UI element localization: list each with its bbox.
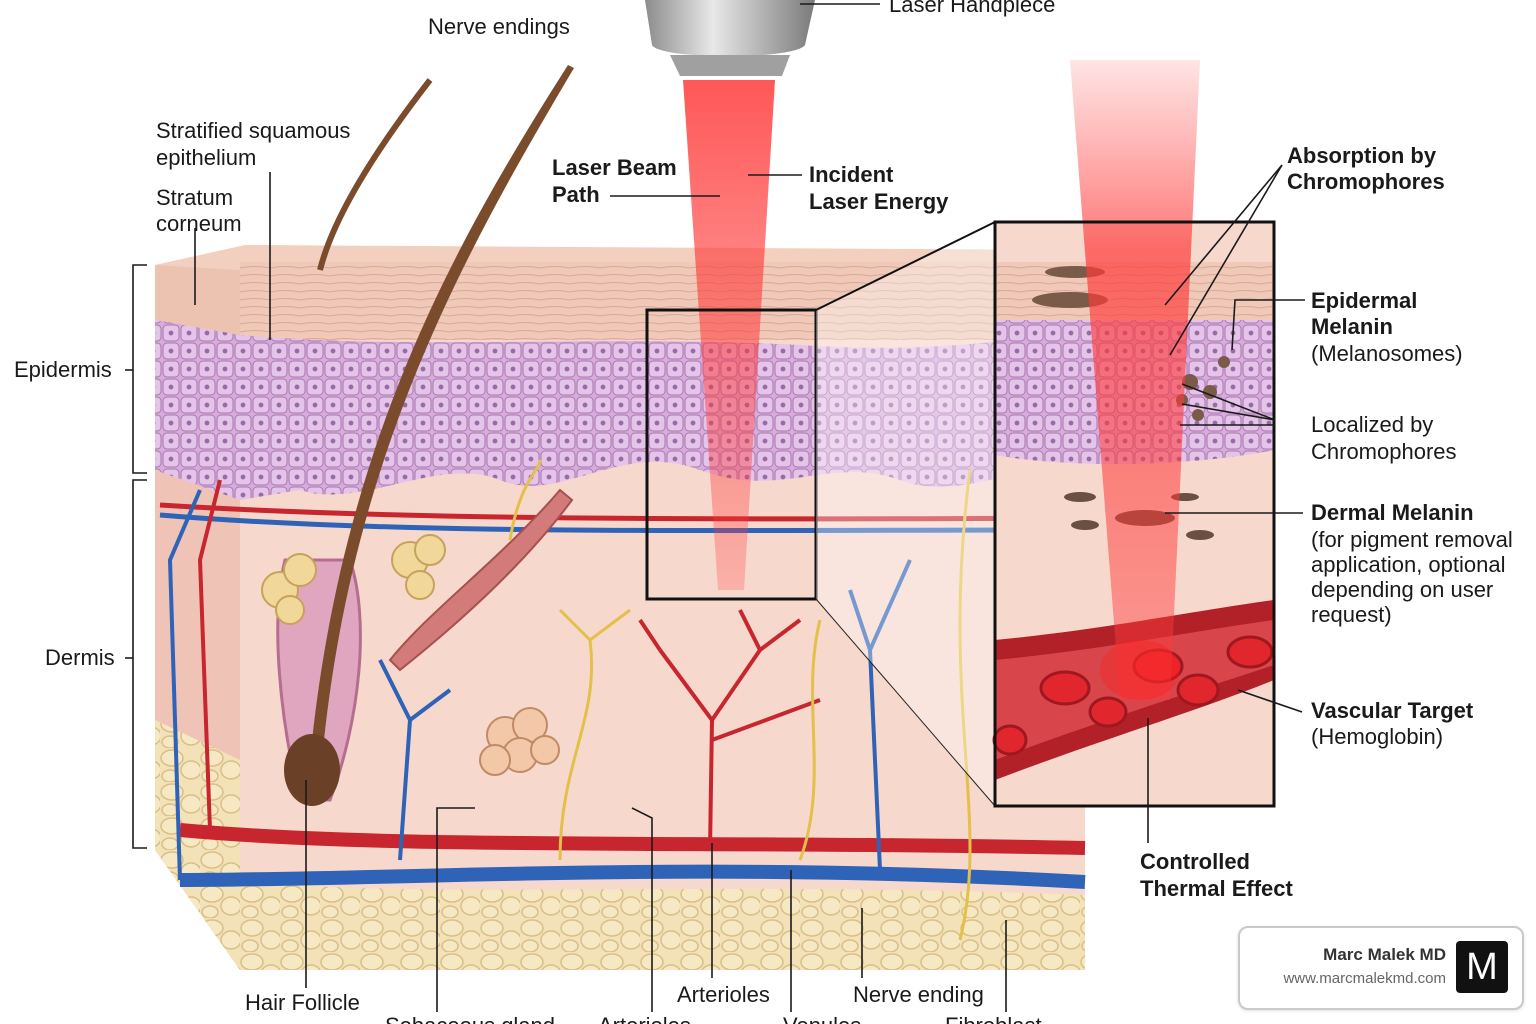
label-laser-handpiece: Laser Handpiece	[889, 0, 1056, 17]
label-absorption-by: Absorption by	[1287, 143, 1437, 168]
label-epithelium: epithelium	[156, 145, 257, 170]
label-sebaceous-gland: Sebaceous gland	[385, 1013, 555, 1024]
label-stratified-squamous: Stratified squamous	[156, 118, 351, 143]
zoom-region	[645, 308, 818, 601]
arteriole-main	[179, 823, 1086, 855]
label-chromophores: Chromophores	[1287, 169, 1445, 194]
label-hair-follicle: Hair Follicle	[245, 990, 360, 1015]
label-hemoglobin: (Hemoglobin)	[1311, 724, 1444, 749]
red-blood-cells	[992, 635, 1274, 756]
label-laser-energy: Laser Energy	[809, 189, 949, 214]
stratum-corneum-layer	[240, 262, 1085, 340]
label-fibroblast: Fibroblast	[945, 1013, 1042, 1024]
label-melanosomes: (Melanosomes)	[1311, 341, 1463, 366]
venule-main	[179, 864, 1086, 889]
label-dermal-note-3: depending on user	[1311, 577, 1494, 602]
label-nerve-endings: Nerve endings	[428, 14, 570, 39]
badge-name: Marc Malek MD	[1323, 945, 1446, 964]
label-corneum: corneum	[156, 211, 242, 236]
label-dermal-note-4: request)	[1311, 602, 1392, 627]
label-vascular-target: Vascular Target	[1311, 698, 1474, 723]
laser-beam	[683, 80, 775, 590]
label-thermal-effect: Thermal Effect	[1140, 876, 1293, 901]
label-laser-beam: Laser Beam	[552, 155, 677, 180]
label-localized-by: Localized by	[1311, 412, 1434, 437]
label-epidermis: Epidermis	[14, 357, 112, 382]
epidermis-cell-layer	[155, 320, 1085, 500]
label-controlled: Controlled	[1140, 849, 1250, 874]
label-nerve-ending: Nerve ending	[853, 982, 984, 1007]
label-stratum: Stratum	[156, 185, 234, 210]
laser-handpiece	[645, 0, 815, 57]
label-incident: Incident	[809, 162, 894, 187]
label-dermal-note-2: application, optional	[1311, 552, 1506, 577]
author-badge: Marc Malek MD www.marcmalekmd.com M	[1238, 926, 1524, 1010]
badge-logo: M	[1456, 941, 1508, 993]
label-dermis: Dermis	[45, 645, 115, 670]
label-arterioles: Arterioles	[677, 982, 770, 1007]
subcutaneous-fat	[240, 880, 1085, 970]
label-melanin: Melanin	[1311, 314, 1393, 339]
label-dermal-melanin: Dermal Melanin	[1311, 500, 1474, 525]
leader-lines	[125, 3, 1305, 1012]
label-venules: Venules	[783, 1013, 861, 1024]
label-dermal-note-1: (for pigment removal	[1311, 527, 1513, 552]
badge-url: www.marcmalekmd.com	[1283, 970, 1446, 987]
label-epidermal: Epidermal	[1311, 288, 1418, 313]
label-chromophores-2: Chromophores	[1311, 439, 1457, 464]
label-arterioles-bottom: Arterioles	[598, 1013, 691, 1024]
sweat-gland	[479, 707, 560, 776]
inset-magnified-view	[992, 60, 1276, 808]
label-path: Path	[552, 182, 600, 207]
